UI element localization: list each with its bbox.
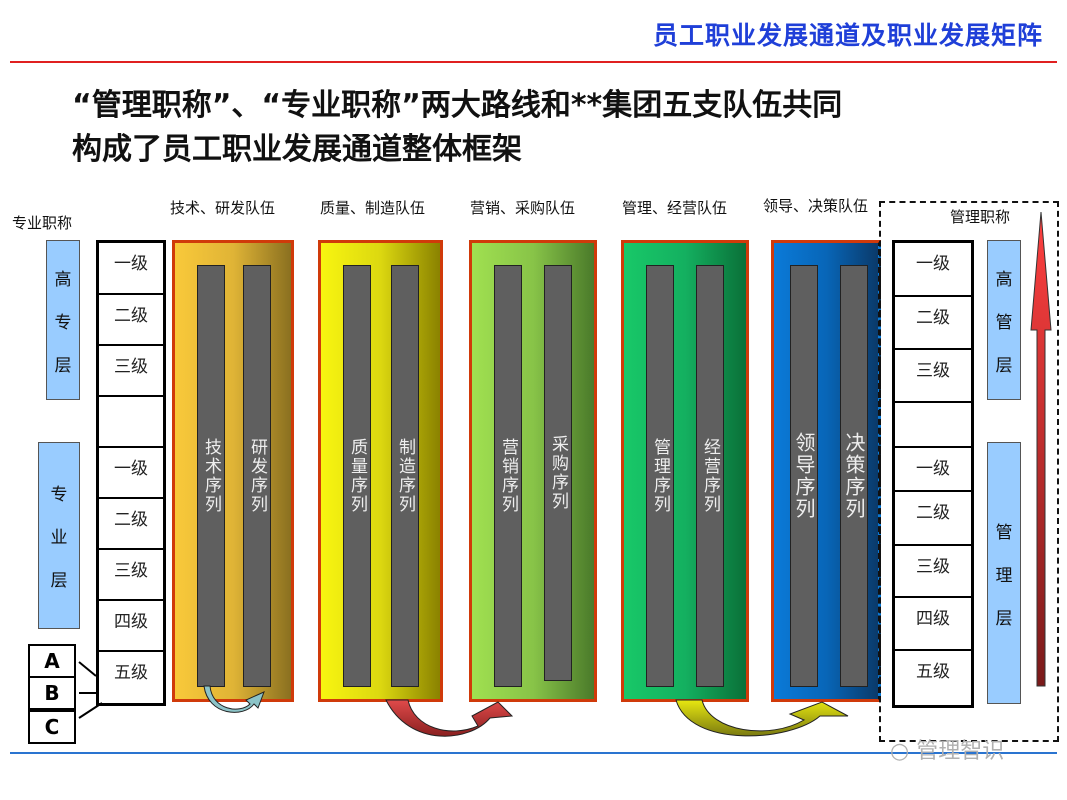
sequence-bar-tech: 技术序列 (197, 265, 225, 687)
tier-char: 层 (54, 355, 72, 376)
grade-c: C (28, 710, 76, 744)
sequence-bar-mfg: 制造序列 (391, 265, 419, 687)
transition-arrow-mgmt-to-leadership (675, 699, 849, 737)
senior-management-tier: 高 管 层 (987, 240, 1021, 400)
management-title-label: 管理职称 (950, 208, 1011, 226)
level-cell: 二级 (99, 295, 163, 346)
tier-char: 层 (995, 608, 1013, 629)
tier-char: 理 (995, 565, 1013, 586)
sequence-bar-leadership: 领导序列 (790, 265, 818, 687)
level-cell: 三级 (895, 350, 971, 403)
sequence-label: 管理序列 (650, 438, 670, 514)
grade-b: B (28, 676, 76, 710)
level-cell: 一级 (99, 448, 163, 499)
headline-line-2: 构成了员工职业发展通道整体框架 (72, 132, 522, 167)
header-divider (10, 61, 1057, 63)
level-cell: 五级 (114, 663, 148, 683)
sequence-label: 采购序列 (548, 435, 568, 511)
professional-title-label: 专业职称 (12, 214, 73, 232)
team-box-sales-purchase: 营销序列 采购序列 (469, 240, 597, 702)
management-tier: 管 理 层 (987, 442, 1021, 704)
level-spacer (99, 397, 163, 448)
level-cell: 二级 (895, 297, 971, 350)
tier-char: 层 (995, 355, 1013, 376)
upward-arrow-icon (1030, 211, 1052, 687)
professional-tier: 专 业 层 (38, 442, 80, 629)
team-label-sales-purchase: 营销、采购队伍 (470, 199, 576, 217)
tier-char: 管 (995, 312, 1013, 333)
team-label-tech-rd: 技术、研发队伍 (170, 199, 276, 217)
footer-divider (10, 752, 1057, 754)
team-label-leadership: 领导、决策队伍 (763, 197, 869, 215)
sequence-bar-mgmt: 管理序列 (646, 265, 674, 687)
slide-title: 员工职业发展通道及职业发展矩阵 (652, 21, 1043, 50)
tier-char: 高 (54, 269, 72, 290)
grade-connector-lines (78, 661, 103, 719)
level-spacer (895, 403, 971, 448)
professional-level-column: 一级 二级 三级 一级 二级 三级 四级 五级 (96, 240, 166, 706)
sequence-bar-purchase: 采购序列 (544, 265, 572, 681)
tier-char: 业 (50, 528, 68, 548)
sequence-label: 制造序列 (395, 438, 415, 514)
headline-line-1: “管理职称”、“专业职称”两大路线和**集团五支队伍共同 (72, 88, 843, 123)
level-cell: 一级 (895, 243, 971, 297)
level-cell: 三级 (99, 346, 163, 397)
sequence-label: 营销序列 (498, 438, 518, 514)
tier-char: 层 (50, 571, 68, 591)
team-label-quality-mfg: 质量、制造队伍 (320, 199, 426, 217)
sequence-bar-quality: 质量序列 (343, 265, 371, 687)
sequence-label: 决策序列 (842, 432, 866, 520)
level-cell: 四级 (99, 601, 163, 652)
sequence-label: 研发序列 (247, 438, 267, 514)
wechat-icon: ○ (890, 739, 910, 764)
transition-arrow-quality-to-sales (385, 699, 514, 737)
sequence-bar-rd: 研发序列 (243, 265, 271, 687)
level-cell: 一级 (99, 243, 163, 295)
sequence-label: 领导序列 (792, 432, 816, 520)
headline: “管理职称”、“专业职称”两大路线和**集团五支队伍共同 构成了员工职业发展通道… (72, 84, 1052, 172)
sequence-bar-decision: 决策序列 (840, 265, 868, 687)
level-cell: 三级 (895, 546, 971, 598)
level-cell: 一级 (895, 448, 971, 492)
transition-arrow-tech-to-rd (203, 685, 265, 713)
management-level-column: 一级 二级 三级 一级 二级 三级 四级 五级 (892, 240, 974, 708)
team-box-mgmt-ops: 管理序列 经营序列 (621, 240, 749, 702)
watermark: ○ 管理智识 (890, 733, 1004, 765)
level-cell: 四级 (895, 598, 971, 651)
sequence-label: 技术序列 (201, 438, 221, 514)
tier-char: 专 (54, 312, 72, 333)
sequence-label: 质量序列 (347, 438, 367, 514)
management-title-frame (879, 201, 1059, 742)
grade-a: A (28, 644, 76, 678)
team-box-tech-rd: 技术序列 研发序列 (172, 240, 294, 702)
level-cell: 二级 (99, 499, 163, 550)
sequence-bar-ops: 经营序列 (696, 265, 724, 687)
senior-professional-tier: 高 专 层 (46, 240, 80, 400)
tier-char: 管 (995, 522, 1013, 543)
tier-char: 高 (995, 269, 1013, 290)
sequence-bar-sales: 营销序列 (494, 265, 522, 687)
sequence-label: 经营序列 (700, 438, 720, 514)
team-box-quality-mfg: 质量序列 制造序列 (318, 240, 443, 702)
team-label-mgmt-ops: 管理、经营队伍 (622, 199, 728, 217)
level-cell: 五级 (916, 662, 950, 682)
team-box-leadership: 领导序列 决策序列 (771, 240, 881, 702)
level-cell: 二级 (895, 492, 971, 546)
watermark-text: 管理智识 (916, 739, 1005, 764)
level-cell: 三级 (99, 550, 163, 601)
tier-char: 专 (50, 485, 68, 505)
